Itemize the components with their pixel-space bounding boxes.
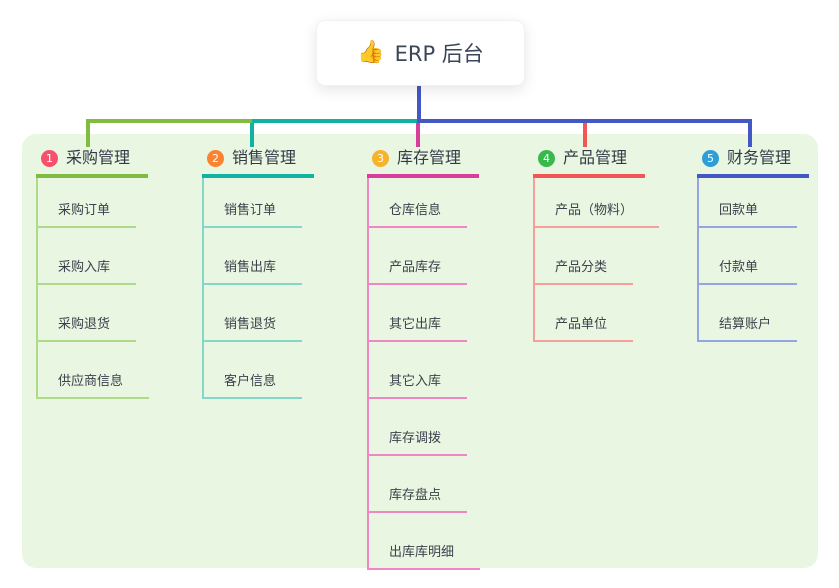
child-label: 供应商信息 [58, 374, 124, 389]
child-label: 其它出库 [389, 317, 442, 332]
child-label: 产品单位 [555, 317, 608, 332]
child-node[interactable]: 销售退货 [204, 285, 303, 342]
child-node[interactable]: 仓库信息 [369, 178, 468, 228]
child-node[interactable]: 回款单 [699, 178, 797, 228]
child-node[interactable]: 产品库存 [369, 228, 468, 285]
branch: 2 销售管理 销售订单 销售出库 销售退货 客户信息 [202, 146, 314, 399]
bus-segment-line [86, 119, 254, 123]
thumbs-up-icon: 👍 [357, 40, 385, 65]
bus-segment-line [252, 119, 421, 123]
branch-children: 仓库信息 产品库存 其它出库 其它入库 库存调拨 库存盘点 出库库明细 [367, 178, 481, 570]
root-node[interactable]: 👍 ERP 后台 [316, 20, 525, 86]
child-label: 采购订单 [58, 203, 111, 218]
child-label: 出库库明细 [389, 545, 455, 560]
child-label: 付款单 [719, 260, 759, 275]
child-node[interactable]: 销售订单 [204, 178, 303, 228]
branch-number-badge: 5 [702, 149, 719, 167]
branch-drop-line [748, 119, 752, 147]
branch: 3 库存管理 仓库信息 产品库存 其它出库 其它入库 库存调拨 库存盘点 出库库… [367, 146, 481, 570]
branch-label: 销售管理 [232, 148, 297, 167]
branch-header[interactable]: 2 销售管理 [202, 146, 314, 178]
child-label: 其它入库 [389, 374, 442, 389]
branch-label: 库存管理 [397, 148, 462, 167]
child-node[interactable]: 付款单 [699, 228, 797, 285]
branch-header[interactable]: 3 库存管理 [367, 146, 479, 178]
child-label: 回款单 [719, 203, 759, 218]
branch-label: 产品管理 [563, 148, 628, 167]
child-label: 结算账户 [719, 317, 772, 332]
branch-drop-line [86, 119, 90, 147]
root-connector-line [417, 84, 421, 121]
branch-header[interactable]: 5 财务管理 [697, 146, 809, 178]
branch-number-badge: 2 [207, 149, 224, 167]
child-label: 客户信息 [224, 374, 277, 389]
child-label: 采购退货 [58, 317, 111, 332]
branch-number-badge: 1 [41, 149, 58, 167]
child-node[interactable]: 采购入库 [38, 228, 137, 285]
child-label: 销售出库 [224, 260, 277, 275]
branch-header[interactable]: 1 采购管理 [36, 146, 148, 178]
branch: 1 采购管理 采购订单 采购入库 采购退货 供应商信息 [36, 146, 150, 399]
branch-label: 财务管理 [727, 148, 792, 167]
branch-children: 产品（物料） 产品分类 产品单位 [533, 178, 660, 342]
child-label: 采购入库 [58, 260, 111, 275]
child-label: 仓库信息 [389, 203, 442, 218]
branch-drop-line [583, 119, 587, 147]
child-label: 库存调拨 [389, 431, 442, 446]
child-node[interactable]: 出库库明细 [369, 513, 481, 570]
child-node[interactable]: 产品分类 [535, 228, 634, 285]
child-node[interactable]: 库存盘点 [369, 456, 468, 513]
branches-panel [22, 134, 818, 568]
child-node[interactable]: 产品（物料） [535, 178, 660, 228]
branch-children: 回款单 付款单 结算账户 [697, 178, 798, 342]
child-label: 库存盘点 [389, 488, 442, 503]
child-label: 销售订单 [224, 203, 277, 218]
child-node[interactable]: 销售出库 [204, 228, 303, 285]
child-node[interactable]: 供应商信息 [38, 342, 150, 399]
bus-segment-line [417, 119, 752, 123]
child-node[interactable]: 其它出库 [369, 285, 468, 342]
branch: 5 财务管理 回款单 付款单 结算账户 [697, 146, 809, 342]
child-node[interactable]: 库存调拨 [369, 399, 468, 456]
child-label: 产品（物料） [555, 203, 634, 218]
branch-header[interactable]: 4 产品管理 [533, 146, 645, 178]
branch: 4 产品管理 产品（物料） 产品分类 产品单位 [533, 146, 660, 342]
branch-label: 采购管理 [66, 148, 131, 167]
branch-children: 销售订单 销售出库 销售退货 客户信息 [202, 178, 303, 399]
child-node[interactable]: 采购退货 [38, 285, 137, 342]
child-label: 产品分类 [555, 260, 608, 275]
child-node[interactable]: 结算账户 [699, 285, 798, 342]
child-node[interactable]: 其它入库 [369, 342, 468, 399]
branch-drop-line [250, 119, 254, 147]
branch-drop-line [416, 119, 420, 147]
child-node[interactable]: 采购订单 [38, 178, 137, 228]
branch-number-badge: 3 [372, 149, 389, 167]
child-label: 产品库存 [389, 260, 442, 275]
branch-number-badge: 4 [538, 149, 555, 167]
branch-children: 采购订单 采购入库 采购退货 供应商信息 [36, 178, 150, 399]
child-node[interactable]: 产品单位 [535, 285, 634, 342]
root-title: ERP 后台 [394, 42, 484, 66]
child-label: 销售退货 [224, 317, 277, 332]
child-node[interactable]: 客户信息 [204, 342, 303, 399]
